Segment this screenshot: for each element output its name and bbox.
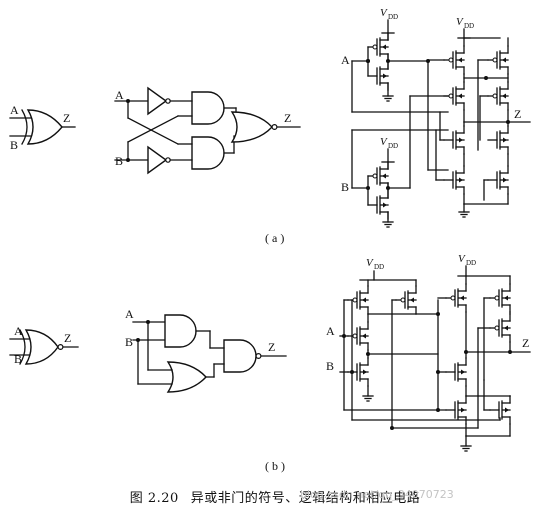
part-b-label: ( b ) [265,459,285,473]
circuit-b-input-a-label: A [326,324,335,338]
xnor-output-z-label: Z [64,331,71,345]
vdd-label-b2: V [458,253,466,265]
logic-input-b-label: B [115,154,123,168]
circuit-a-input-a-label: A [341,53,350,67]
xor-cmos-circuit: V DD V DD V DD A B [341,7,531,228]
input-b-label: B [10,138,18,152]
svg-text:DD: DD [388,13,398,21]
xor-logic-structure: A B Z [114,86,301,175]
vdd-label-a2: V [456,16,464,28]
part-a-label: ( a ) [265,231,284,245]
figure-caption-text: 异或非门的符号、逻辑结构和相应电路 [190,491,421,506]
circuit-b-output-z-label: Z [522,336,529,350]
figure-caption: 图 2.20 异或非门的符号、逻辑结构和相应电路 [0,487,550,506]
xor-symbol: A B Z [9,103,76,152]
logic-output-z-label: Z [284,111,291,125]
svg-text:DD: DD [374,263,384,271]
svg-text:DD: DD [466,259,476,267]
circuit-a-output-z-label: Z [514,107,521,121]
vdd-label-a3: V [380,136,388,148]
xnor-logic-structure: A B Z [125,307,287,393]
circuit-a-input-b-label: B [341,180,349,194]
svg-text:DD: DD [388,142,398,150]
xnor-cmos-circuit: V DD V DD A B Z [326,253,531,452]
input-a-label: A [10,103,19,117]
xnor-logic-input-a-label: A [125,307,134,321]
xnor-logic-output-z-label: Z [268,340,275,354]
figure-number: 图 2.20 [129,491,179,506]
output-z-label: Z [63,111,70,125]
xnor-logic-input-b-label: B [125,335,133,349]
watermark: blog.csdn.net/qq_34070723 [300,488,454,501]
circuit-b-input-b-label: B [326,359,334,373]
vdd-label-a1: V [380,7,388,19]
svg-text:DD: DD [464,22,474,30]
logic-input-a-label: A [115,88,124,102]
xnor-symbol: A B Z [9,324,79,366]
xnor-input-a-label: A [14,324,23,338]
xnor-input-b-label: B [14,352,22,366]
vdd-label-b1: V [366,257,374,269]
